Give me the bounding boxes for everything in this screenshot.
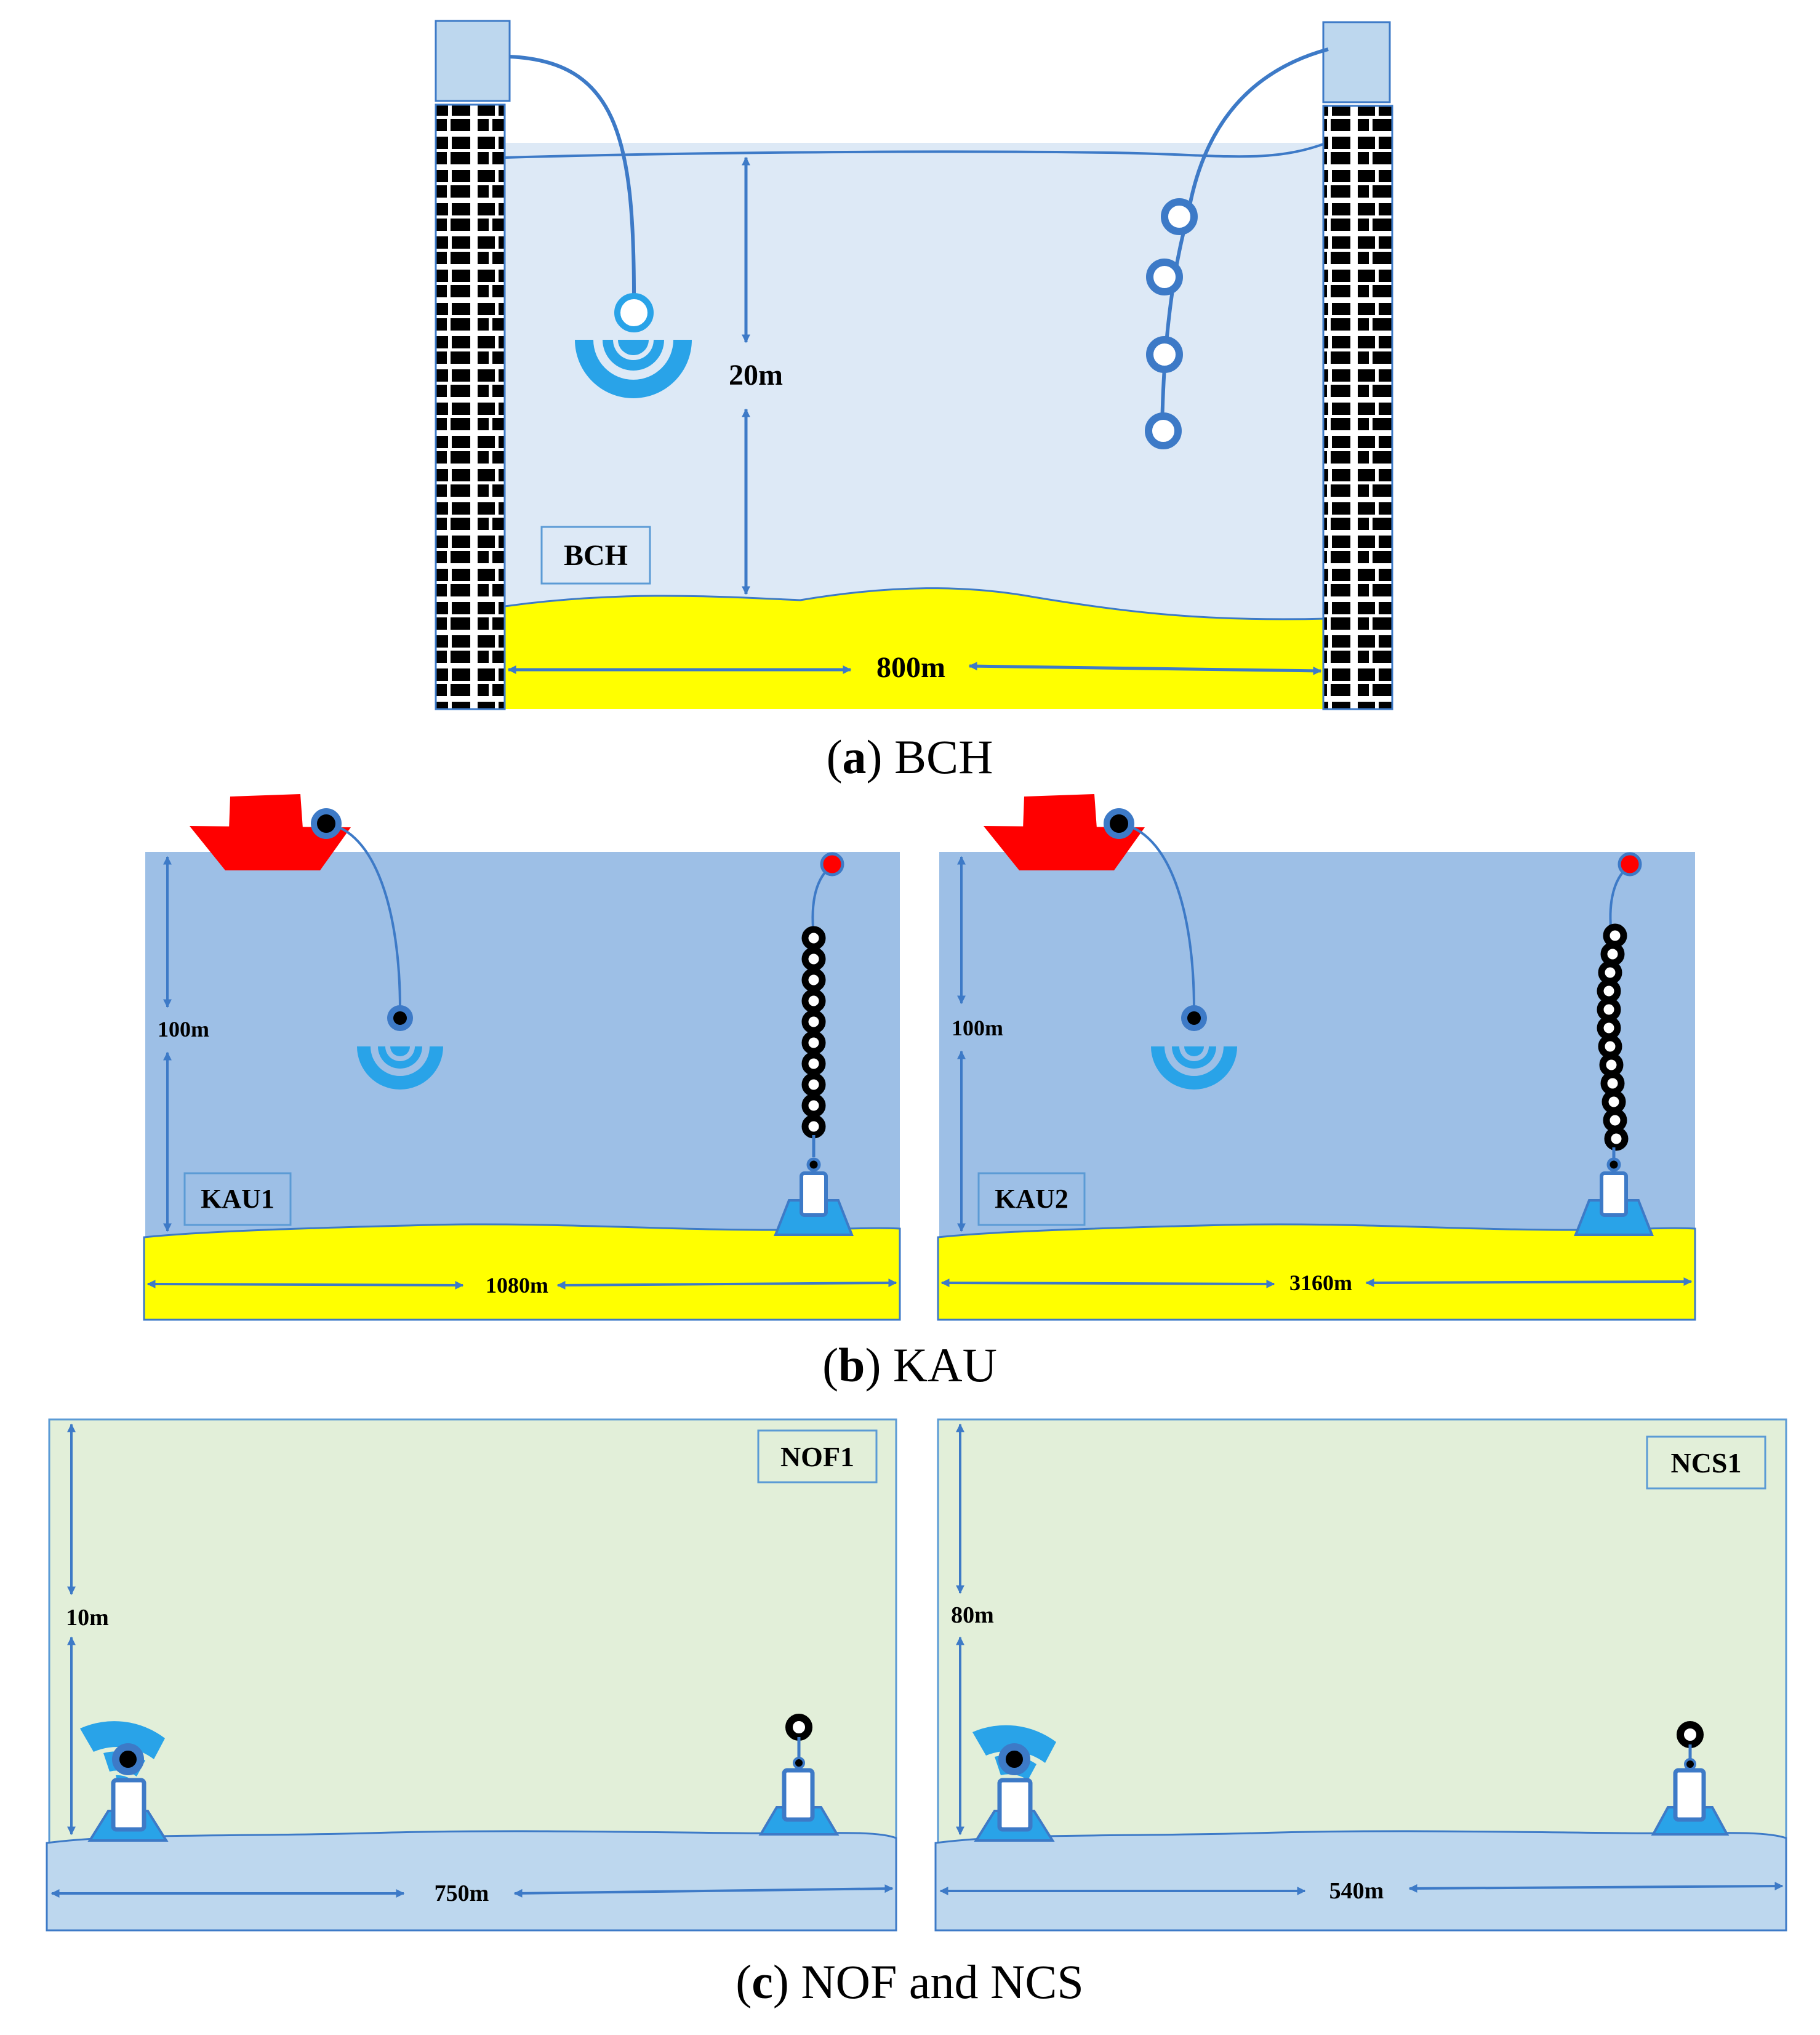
panel-a-bch: 20m 800m BCH (a) BCH [435,20,1393,784]
kau1-subpanel: 100m 1080m KAU1 [143,794,901,1321]
instrument-weight-icon [758,1714,840,1836]
instrument-weight-icon [1651,1721,1730,1836]
caption-a: (a) BCH [827,730,993,784]
sonar-transducer-icon [1151,1005,1237,1090]
width-label: 3160m [1289,1270,1352,1295]
water-surface-line [504,142,1328,159]
site-label-box [1646,1435,1766,1490]
width-label: 800m [876,651,945,684]
bottom-lander-icon [87,1743,169,1842]
width-arrow-right [556,1278,897,1290]
right-pier-cap [1322,21,1391,103]
width-arrow-right [968,662,1322,675]
site-label-box [183,1172,292,1226]
caption-c: (c) NOF and NCS [736,1955,1084,2009]
left-pier-cap [435,20,511,102]
width-arrow-left [146,1280,464,1290]
depth-label: 10m [66,1605,109,1631]
site-label: NOF1 [780,1441,854,1472]
width-label: 540m [1329,1878,1384,1904]
site-label-box [757,1429,878,1483]
boat-icon [984,794,1145,870]
site-label: NCS1 [1670,1447,1741,1479]
caption-b: (b) KAU [822,1338,997,1392]
winch-icon [1104,808,1134,839]
left-brick-wall-icon [435,103,506,710]
bottom-lander-icon [1574,1157,1654,1236]
right-brick-wall-icon [1322,105,1393,710]
nof1-subpanel: 10m 750m NOF1 [46,1418,897,1932]
width-arrow-right [1365,1277,1693,1287]
width-label: 750m [435,1880,489,1906]
hydrophone-string-icon [1145,198,1198,449]
buoy-icon [820,852,844,877]
seabed [505,588,1327,709]
depth-label: 100m [158,1017,209,1042]
kau2-subpanel: 100m 3160m KAU2 [937,794,1696,1321]
width-arrow-right [1408,1882,1784,1893]
panel-c-nof-ncs: 10m 750m NOF1 [46,1418,1787,2009]
winch-icon [311,808,342,839]
boat-icon [190,794,351,870]
panel-b-kau: 100m 1080m KAU1 [143,794,1696,1392]
depth-label: 100m [952,1016,1003,1040]
bottom-lander-icon [974,1743,1055,1842]
depth-label: 80m [951,1602,994,1628]
seabed [46,1830,897,1932]
bottom-lander-icon [774,1157,854,1236]
site-label: KAU1 [201,1184,275,1214]
ncs1-subpanel: 80m 540m NCS1 [934,1418,1787,1932]
seabed-outline [504,587,1328,620]
width-arrow-left [940,1278,1275,1288]
site-label-box [977,1172,1086,1226]
mooring-chain-icon [801,926,826,1139]
transducer-cable [1118,822,1195,1010]
depth-label: 20m [729,359,783,391]
width-label: 1080m [486,1273,548,1298]
seabed [937,1223,1696,1321]
sonar-transducer-icon [357,1005,443,1090]
site-label: BCH [564,539,628,572]
sonar-transducer-icon [575,293,692,398]
width-arrow-right [513,1884,894,1898]
transducer-cable [326,822,401,1010]
site-label: KAU2 [995,1184,1068,1214]
seabed [143,1223,901,1321]
buoy-icon [1618,852,1642,877]
site-label-box [540,526,651,585]
transducer-cable [509,55,636,296]
mooring-chain-icon [1597,923,1629,1151]
